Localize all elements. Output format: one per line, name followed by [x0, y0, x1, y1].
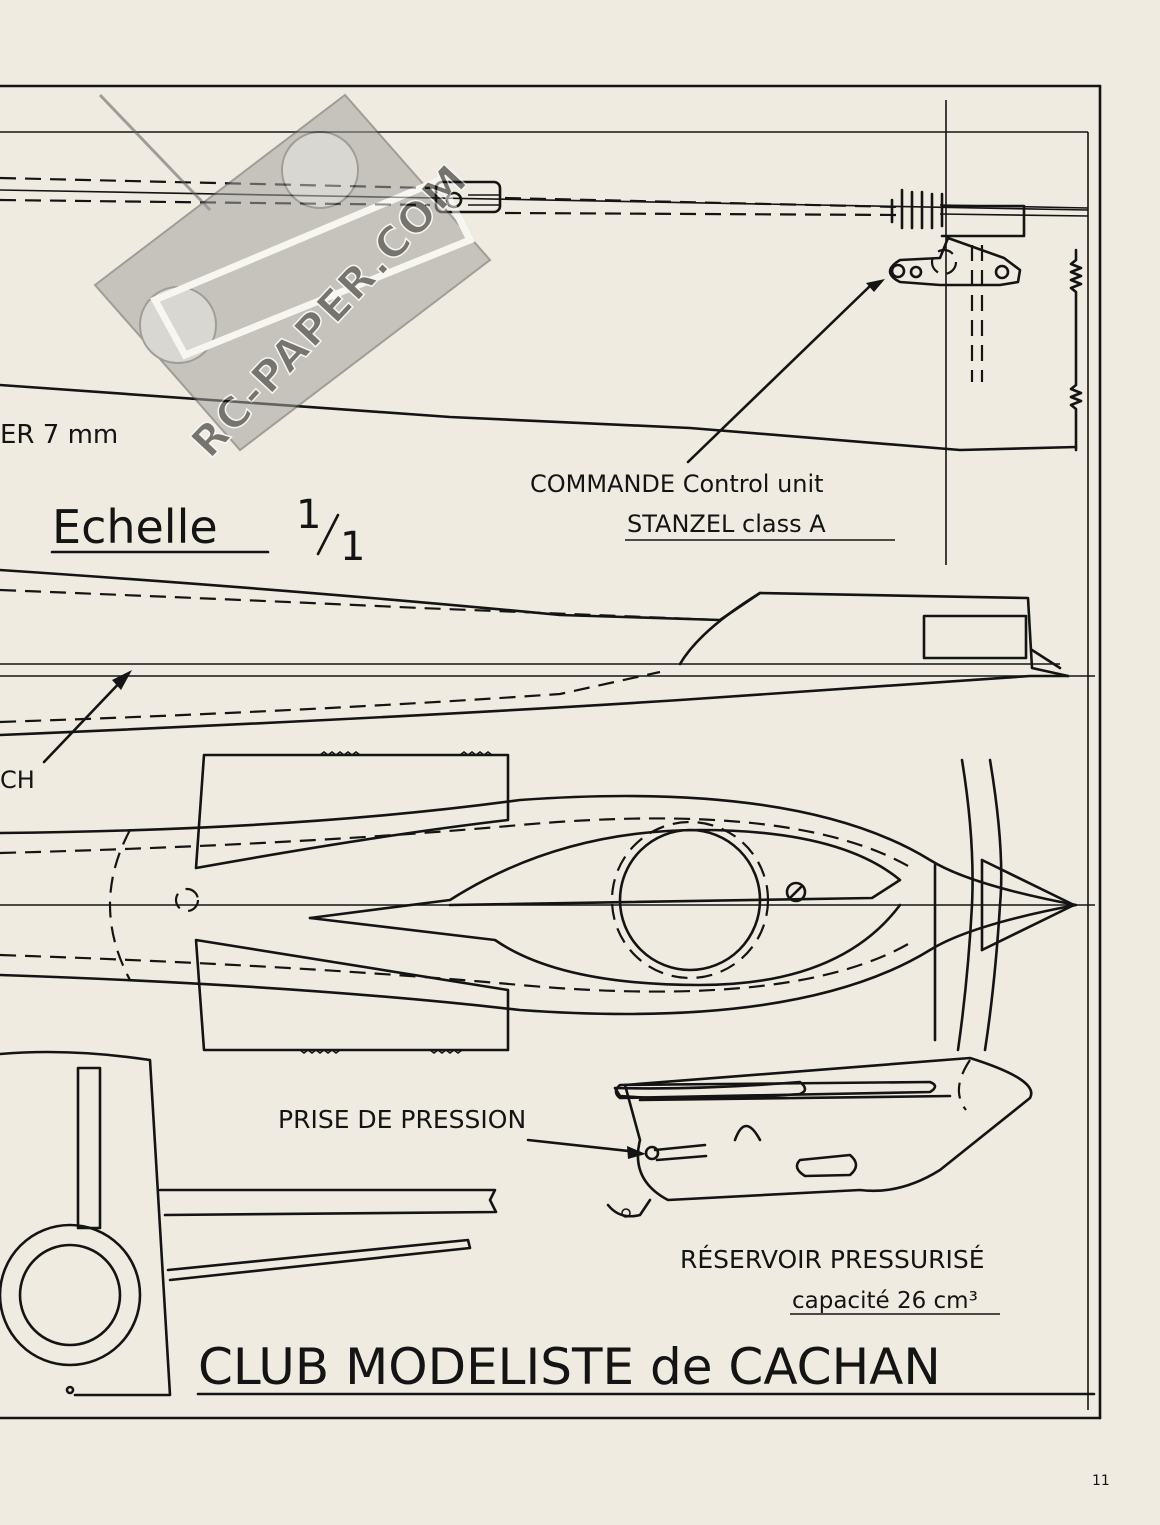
echelle-numerator: 1 [296, 492, 321, 538]
motor-label: ER 7 mm [0, 420, 118, 450]
reservoir-label: RÉSERVOIR PRESSURISÉ [680, 1245, 985, 1274]
commande-label: COMMANDE Control unit [530, 470, 824, 498]
capacite-label: capacité 26 cm³ [792, 1288, 978, 1314]
club-title: CLUB MODELISTE de CACHAN [198, 1338, 941, 1396]
fuselage-top-view [0, 751, 1095, 1054]
control-view [0, 176, 1089, 464]
fin-view [0, 1050, 498, 1397]
fuselage-side-view [0, 568, 1095, 764]
prise-label: PRISE DE PRESSION [278, 1105, 526, 1134]
echelle-label: Echelle [52, 500, 218, 554]
tank-drawing [526, 1056, 1033, 1218]
page-number: 11 [1092, 1473, 1110, 1489]
echelle-denominator: 1 [340, 524, 365, 570]
watermark-logo: RC-PAPER.COM [93, 93, 492, 468]
ch-label: CH [0, 766, 35, 794]
stanzel-label: STANZEL class A [627, 510, 826, 538]
labels: ER 7 mm COMMANDE Control unit STANZEL cl… [0, 420, 1110, 1489]
plan-border [0, 84, 1102, 1420]
